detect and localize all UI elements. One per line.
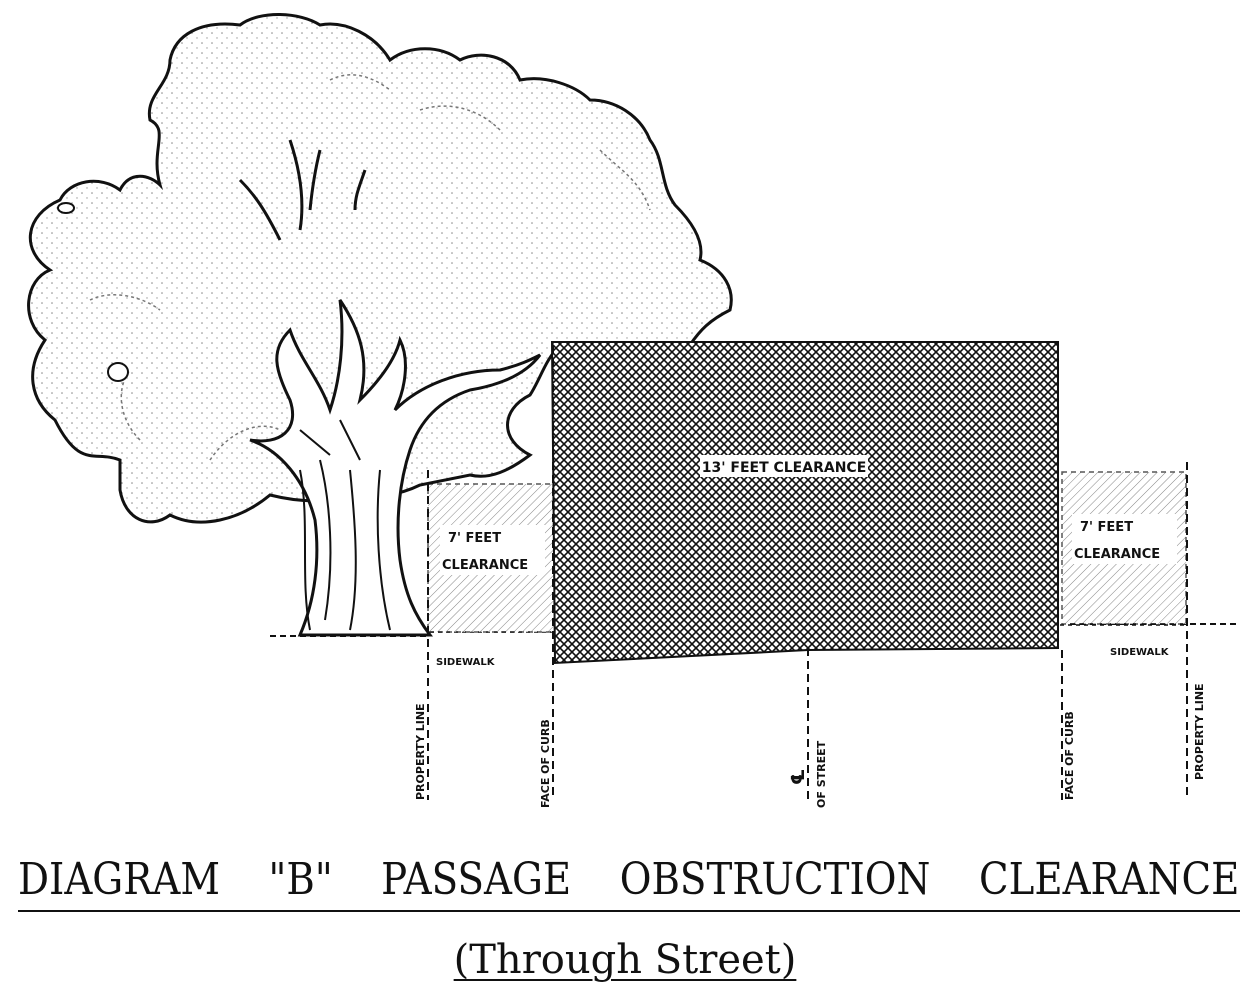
- diagram-subtitle-text: (Through Street): [453, 937, 797, 983]
- street-clearance-zone: [550, 341, 1059, 665]
- face-of-curb-left-label: FACE OF CURB: [539, 719, 552, 808]
- sidewalk-label-right: SIDEWALK: [1110, 647, 1170, 658]
- left-clearance-label-line1: 7' FEET: [448, 531, 501, 546]
- centerline-street-label: OF STREET: [815, 740, 828, 808]
- diagram-title: DIAGRAM "B" PASSAGE OBSTRUCTION CLEARANC…: [18, 854, 1240, 905]
- center-clearance-label: 13' FEET CLEARANCE: [702, 460, 867, 476]
- right-clearance-label-line1: 7' FEET: [1080, 520, 1133, 535]
- clearance-diagram: 13' FEET CLEARANCE 7' FEET CLEARANCE 7' …: [27, 13, 1240, 808]
- tree-canopy: [27, 13, 733, 524]
- left-clearance-label-line2: CLEARANCE: [442, 558, 528, 573]
- title-underline: [18, 910, 1240, 912]
- face-of-curb-right-label: FACE OF CURB: [1063, 711, 1076, 800]
- diagram-subtitle: (Through Street): [0, 935, 1250, 985]
- tree: [27, 13, 733, 637]
- sidewalk-label-left: SIDEWALK: [436, 657, 496, 668]
- right-clearance-label-line2: CLEARANCE: [1074, 547, 1160, 562]
- property-line-right-label: PROPERTY LINE: [1193, 683, 1206, 780]
- centerline-symbol: ℄: [788, 769, 809, 785]
- property-line-left-label: PROPERTY LINE: [414, 703, 427, 800]
- tree-trunk: [249, 299, 542, 637]
